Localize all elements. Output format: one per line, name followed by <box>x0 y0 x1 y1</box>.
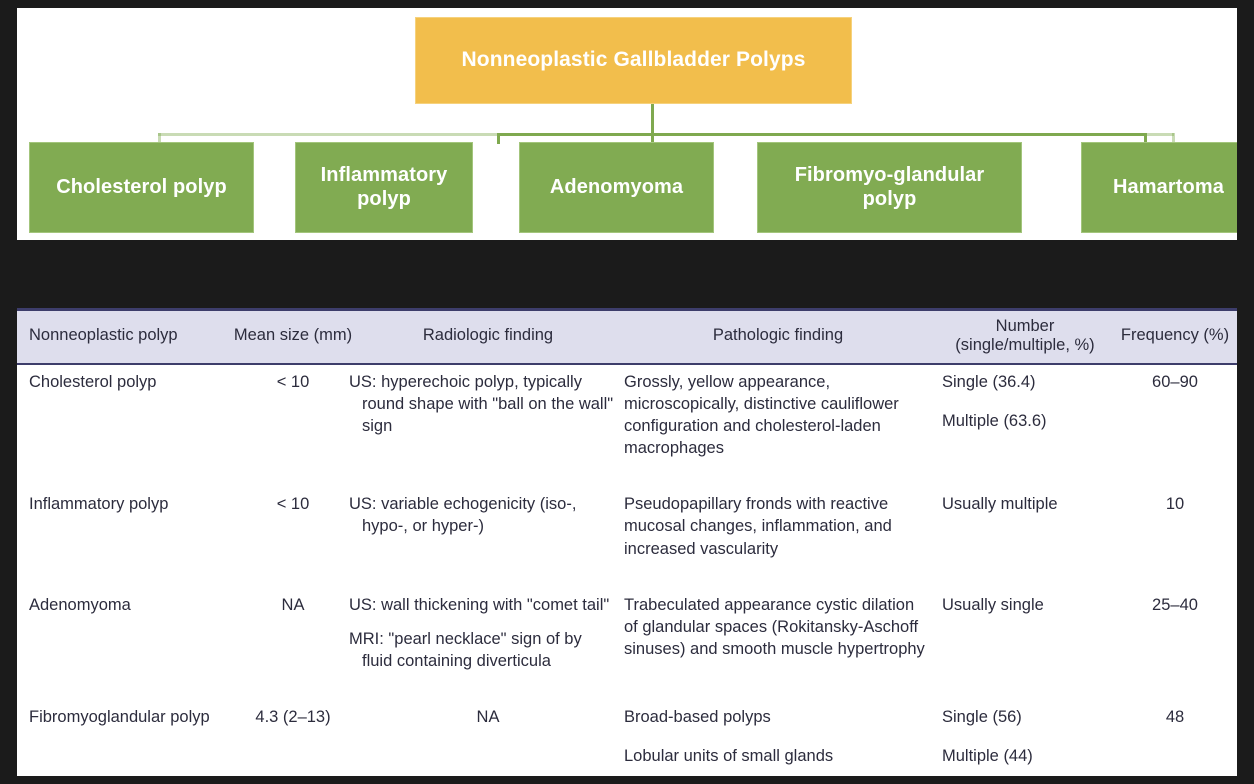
pathologic-line-2: Lobular units of small glands <box>624 747 834 766</box>
cell-number-single: Usually single <box>942 595 1044 614</box>
row-spacer <box>17 465 1237 487</box>
connector-drop-inflammatory <box>497 133 500 144</box>
cell-number-single: Usually multiple <box>942 495 1058 514</box>
cell-mean-size: 4.3 (2–13) <box>255 708 331 727</box>
column-header-pathologic-finding: Pathologic finding <box>619 308 937 365</box>
cell-number: Single (56) Multiple (44) <box>937 700 1113 776</box>
table-row: Inflammatory polyp < 10 US: variable ech… <box>17 487 1237 565</box>
radiologic-paragraph-us: US: wall thickening with "comet tail" <box>349 595 610 614</box>
column-header-polyp: Nonneoplastic polyp <box>17 308 229 365</box>
table-row: Adenomyoma NA US: wall thickening with "… <box>17 588 1237 678</box>
flowchart-node-fibromyoglandular-polyp: Fibromyo-glandular polyp <box>757 142 1022 233</box>
cell-radiologic-finding: US: wall thickening with "comet tail" MR… <box>349 588 619 678</box>
connector-drop-hamartoma <box>1172 133 1175 144</box>
table-header-row: Nonneoplastic polyp Mean size (mm) Radio… <box>17 308 1237 365</box>
connector-horizontal-left <box>158 133 499 136</box>
table-row: Fibromyoglandular polyp 4.3 (2–13) NA Br… <box>17 700 1237 776</box>
pathologic-line-1: Broad-based polyps <box>624 708 771 727</box>
flowchart-panel: Nonneoplastic Gallbladder Polyps Cholest… <box>17 8 1237 240</box>
flowchart-node-adenomyoma: Adenomyoma <box>519 142 714 233</box>
connector-horizontal-center <box>497 133 1146 136</box>
cell-pathologic-finding: Pseudopapillary fronds with reactive muc… <box>624 495 892 558</box>
column-header-radiologic-finding: Radiologic finding <box>357 308 619 365</box>
cell-radiologic-finding: US: variable echogenicity (iso-, hypo-, … <box>349 495 577 536</box>
flowchart-node-hamartoma: Hamartoma <box>1081 142 1237 233</box>
cell-mean-size: < 10 <box>276 372 310 391</box>
flowchart-node-cholesterol-polyp: Cholesterol polyp <box>29 142 254 233</box>
cell-mean-size: < 10 <box>276 495 310 514</box>
flowchart-root-node: Nonneoplastic Gallbladder Polyps <box>415 17 852 104</box>
cell-polyp: Adenomyoma <box>29 595 131 614</box>
cell-frequency: 25–40 <box>1152 595 1198 614</box>
flowchart-node-label: Cholesterol polyp <box>56 175 227 198</box>
cell-number: Usually single <box>937 588 1113 678</box>
connector-trunk <box>651 104 654 135</box>
connector-drop-adenomyoma <box>651 133 654 144</box>
cell-pathologic-finding: Trabeculated appearance cystic dilation … <box>624 595 925 658</box>
cell-radiologic-finding: NA <box>476 708 500 727</box>
column-header-number-line1: Number <box>995 317 1055 335</box>
nonneoplastic-polyp-table: Nonneoplastic polyp Mean size (mm) Radio… <box>17 308 1237 776</box>
flowchart-node-label: Hamartoma <box>1113 175 1224 198</box>
flowchart-node-label: Adenomyoma <box>549 175 684 198</box>
row-spacer <box>17 678 1237 700</box>
column-header-number: Number (single/multiple, %) <box>937 308 1113 365</box>
column-header-mean-size: Mean size (mm) <box>229 308 357 365</box>
table-panel: Nonneoplastic polyp Mean size (mm) Radio… <box>17 308 1237 776</box>
cell-number: Single (36.4) Multiple (63.6) <box>937 364 1113 465</box>
cell-number: Usually multiple <box>937 487 1113 565</box>
table-row: Cholesterol polyp < 10 US: hyperechoic p… <box>17 364 1237 465</box>
row-spacer <box>17 566 1237 588</box>
cell-radiologic-finding: US: hyperechoic polyp, typically round s… <box>349 372 614 436</box>
cell-number-multiple: Multiple (44) <box>942 747 1033 766</box>
cell-polyp: Fibromyoglandular polyp <box>29 708 210 727</box>
cell-number-single: Single (36.4) <box>942 372 1036 391</box>
flowchart-root-label: Nonneoplastic Gallbladder Polyps <box>461 48 806 72</box>
connector-drop-cholesterol <box>158 133 161 144</box>
cell-frequency: 60–90 <box>1152 372 1198 391</box>
connector-horizontal-right <box>1144 133 1174 136</box>
column-header-frequency: Frequency (%) <box>1113 308 1237 365</box>
cell-pathologic-finding: Grossly, yellow appearance, microscopica… <box>624 372 899 458</box>
cell-frequency: 48 <box>1165 708 1185 727</box>
cell-pathologic-finding: Broad-based polyps Lobular units of smal… <box>619 700 937 776</box>
flowchart-node-label: Inflammatory polyp <box>320 163 448 210</box>
flowchart-node-inflammatory-polyp: Inflammatory polyp <box>295 142 473 233</box>
flowchart-node-label: Fibromyo-glandular polyp <box>794 163 985 210</box>
cell-mean-size: NA <box>281 595 305 614</box>
cell-polyp: Cholesterol polyp <box>29 372 157 391</box>
cell-number-single: Single (56) <box>942 708 1022 727</box>
cell-frequency: 10 <box>1165 495 1185 514</box>
radiologic-paragraph-mri: MRI: "pearl necklace" sign of by fluid c… <box>349 629 582 670</box>
column-header-number-line2: (single/multiple, %) <box>955 335 1095 354</box>
cell-number-multiple: Multiple (63.6) <box>942 412 1047 431</box>
cell-polyp: Inflammatory polyp <box>29 495 169 514</box>
connector-drop-fibromyoglandular <box>1144 133 1147 144</box>
